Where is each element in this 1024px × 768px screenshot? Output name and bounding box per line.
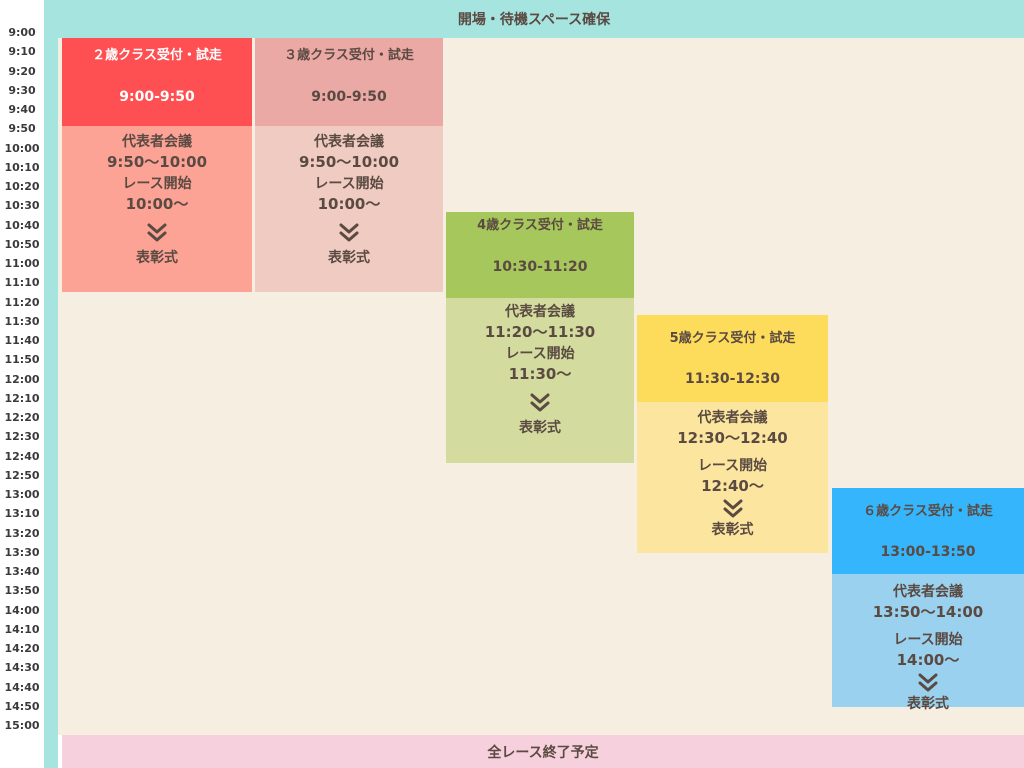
time-label: 9:00 — [8, 26, 36, 39]
meeting-label: 代表者会議 — [505, 304, 575, 320]
race-label: レース開始 — [893, 632, 963, 648]
reception-time: 13:00-13:50 — [880, 544, 976, 560]
meeting-time: 13:50〜14:00 — [872, 603, 984, 621]
race-time: 12:40〜 — [701, 477, 764, 495]
time-label: 9:40 — [8, 103, 36, 116]
time-label: 14:50 — [4, 699, 40, 713]
reception-time: 11:30-12:30 — [685, 371, 780, 387]
time-label: 12:30 — [4, 430, 40, 444]
reception-time: 9:00-9:50 — [311, 89, 387, 105]
race-label: レース開始 — [314, 176, 384, 192]
award-label: 表彰式 — [519, 420, 561, 436]
race-time: 11:30〜 — [508, 365, 572, 383]
award-label: 表彰式 — [328, 250, 370, 266]
class-title: 5歳クラス受付・試走 — [669, 331, 796, 346]
race-label: レース開始 — [505, 346, 575, 362]
time-label: 13:30 — [4, 545, 40, 559]
class-reception-block: 5歳クラス受付・試走 11:30-12:30 — [637, 315, 828, 402]
award-label: 表彰式 — [907, 696, 949, 712]
time-label: 13:40 — [4, 565, 40, 578]
time-label: 12:20 — [4, 411, 40, 424]
race-time: 10:00〜 — [317, 195, 381, 213]
class-title: 4歳クラス受付・試走 — [477, 218, 603, 233]
time-label: 9:30 — [8, 83, 36, 97]
class-program-block: 代表者会議 11:20〜11:30 レース開始 11:30〜表彰式 — [446, 298, 634, 463]
reception-time: 10:30-11:20 — [492, 259, 588, 275]
class-reception-block: 4歳クラス受付・試走 10:30-11:20 — [446, 212, 634, 298]
time-label: 11:30 — [4, 314, 40, 328]
meeting-time: 12:30〜12:40 — [677, 429, 788, 447]
meeting-time: 11:20〜11:30 — [484, 323, 596, 341]
award-label: 表彰式 — [711, 522, 754, 538]
time-label: 13:10 — [4, 507, 40, 521]
timeline-bar — [44, 0, 58, 768]
time-label: 12:00 — [4, 372, 40, 386]
double-chevron-down-icon — [62, 222, 252, 244]
time-label: 10:50 — [4, 237, 40, 251]
time-label: 10:40 — [4, 218, 40, 232]
race-label: レース開始 — [122, 176, 192, 192]
race-label: レース開始 — [697, 458, 768, 474]
time-label: 14:00 — [4, 603, 40, 617]
time-label: 9:50 — [8, 122, 36, 136]
meeting-label: 代表者会議 — [314, 134, 384, 150]
meeting-label: 代表者会議 — [893, 584, 963, 600]
end-banner: 全レース終了予定 — [62, 735, 1024, 768]
class-title: ６歳クラス受付・試走 — [863, 504, 993, 519]
class-reception-block: ２歳クラス受付・試走 9:00-9:50 — [62, 38, 252, 126]
time-label: 14:40 — [4, 680, 40, 694]
time-label: 13:20 — [4, 526, 40, 540]
time-label: 12:50 — [4, 468, 40, 482]
time-label: 13:50 — [4, 584, 40, 598]
time-label: 11:00 — [4, 257, 40, 270]
time-label: 15:00 — [4, 719, 40, 732]
meeting-label: 代表者会議 — [697, 410, 768, 426]
time-label: 13:00 — [4, 488, 40, 501]
meeting-time: 9:50〜10:00 — [106, 153, 208, 171]
time-label: 9:20 — [8, 64, 36, 78]
meeting-label: 代表者会議 — [122, 134, 192, 150]
double-chevron-down-icon — [446, 392, 634, 414]
class-program-block: 代表者会議 9:50〜10:00 レース開始 10:00〜表彰式 — [255, 126, 443, 292]
class-reception-block: ６歳クラス受付・試走 13:00-13:50 — [832, 488, 1024, 574]
time-label: 10:10 — [4, 160, 40, 174]
time-label: 10:30 — [4, 199, 40, 213]
meeting-time: 9:50〜10:00 — [298, 153, 400, 171]
time-label: 10:20 — [4, 180, 40, 193]
time-label: 11:40 — [4, 334, 40, 347]
class-title: ２歳クラス受付・試走 — [92, 48, 222, 63]
time-label: 14:10 — [4, 622, 40, 636]
time-label: 12:40 — [4, 449, 40, 463]
reception-time: 9:00-9:50 — [119, 89, 195, 105]
race-time: 10:00〜 — [125, 195, 189, 213]
class-program-block: 代表者会議 9:50〜10:00 レース開始 10:00〜表彰式 — [62, 126, 252, 292]
time-label: 12:10 — [4, 391, 40, 405]
class-reception-block: ３歳クラス受付・試走 9:00-9:50 — [255, 38, 443, 126]
time-label: 14:20 — [4, 642, 40, 655]
class-program-block: 代表者会議 13:50〜14:00 レース開始 14:00〜表彰式 — [832, 574, 1024, 712]
double-chevron-down-icon — [832, 672, 1024, 694]
opening-banner: 開場・待機スペース確保 — [44, 0, 1024, 38]
double-chevron-down-icon — [255, 222, 443, 244]
class-program-block: 代表者会議 12:30〜12:40 レース開始 12:40〜表彰式 — [637, 402, 828, 553]
award-label: 表彰式 — [136, 250, 178, 266]
time-label: 11:20 — [4, 295, 40, 309]
time-label: 11:50 — [4, 353, 40, 367]
time-label: 10:00 — [4, 141, 40, 155]
time-label: 14:30 — [4, 661, 40, 675]
time-axis: 9:00 9:10 9:20 9:30 9:40 9:50 10:00 10:10 10:20 1… — [0, 0, 44, 768]
time-label: 11:10 — [4, 276, 40, 290]
time-label: 9:10 — [8, 45, 36, 59]
class-title: ３歳クラス受付・試走 — [284, 48, 414, 63]
race-time: 14:00〜 — [896, 651, 960, 669]
double-chevron-down-icon — [637, 498, 828, 520]
